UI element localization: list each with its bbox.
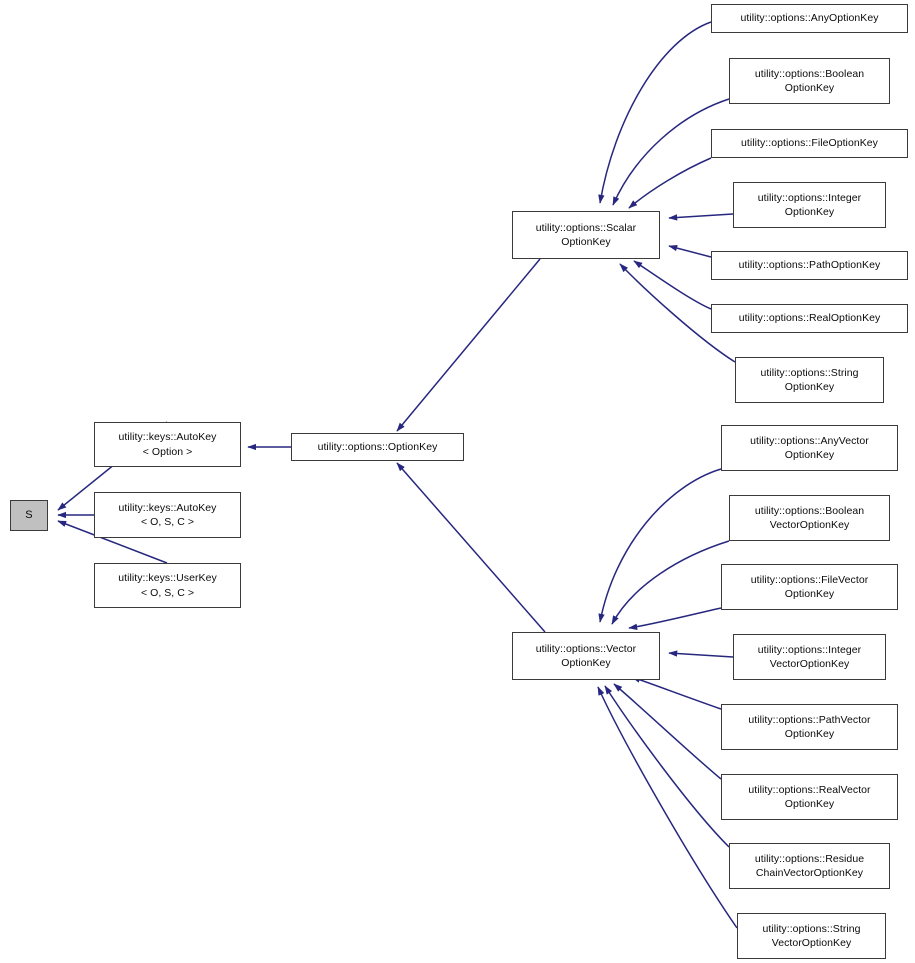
node-autokey-option-label: utility::keys::AutoKey < Option > xyxy=(118,431,217,458)
node-vector-optionkey[interactable]: utility::options::Vector OptionKey xyxy=(512,632,660,680)
node-anyoptionkey[interactable]: utility::options::AnyOptionKey xyxy=(711,4,908,33)
edge-anyvectoroptionkey-to-vector xyxy=(598,468,722,623)
node-autokey-osc[interactable]: utility::keys::AutoKey < O, S, C > xyxy=(94,492,241,538)
node-anyvectoroptionkey-label: utility::options::AnyVector OptionKey xyxy=(750,434,869,462)
node-booleanoptionkey[interactable]: utility::options::Boolean OptionKey xyxy=(729,58,890,104)
node-filevectoroptionkey[interactable]: utility::options::FileVector OptionKey xyxy=(721,564,898,610)
node-anyoptionkey-label: utility::options::AnyOptionKey xyxy=(740,12,879,25)
node-userkey-osc-label: utility::keys::UserKey < O, S, C > xyxy=(118,572,217,599)
node-pathvectoroptionkey[interactable]: utility::options::PathVector OptionKey xyxy=(721,704,898,750)
edge-integervectoroptionkey-to-vector xyxy=(668,650,734,658)
node-scalar-optionkey[interactable]: utility::options::Scalar OptionKey xyxy=(512,211,660,259)
edge-pathvectoroptionkey-to-vector xyxy=(631,676,722,710)
node-residuechainvectoroptionkey-label: utility::options::Residue ChainVectorOpt… xyxy=(754,852,865,880)
node-s[interactable]: S xyxy=(10,500,48,531)
edge-booleanvectoroptionkey-to-vector xyxy=(611,540,730,625)
node-integervectoroptionkey[interactable]: utility::options::Integer VectorOptionKe… xyxy=(733,634,886,680)
node-userkey-osc[interactable]: utility::keys::UserKey < O, S, C > xyxy=(94,563,241,608)
node-realoptionkey[interactable]: utility::options::RealOptionKey xyxy=(711,304,908,333)
node-residuechainvectoroptionkey[interactable]: utility::options::Residue ChainVectorOpt… xyxy=(729,843,890,889)
node-booleanvectoroptionkey-label: utility::options::Boolean VectorOptionKe… xyxy=(754,504,865,532)
node-optionkey-label: utility::options::OptionKey xyxy=(317,440,438,453)
node-stringvectoroptionkey-label: utility::options::String VectorOptionKey xyxy=(762,922,861,950)
node-realvectoroptionkey-label: utility::options::RealVector OptionKey xyxy=(748,783,871,811)
edge-integeroptionkey-to-scalar xyxy=(668,213,734,221)
node-fileoptionkey[interactable]: utility::options::FileOptionKey xyxy=(711,129,908,158)
node-vector-optionkey-label: utility::options::Vector OptionKey xyxy=(535,642,637,670)
edge-stringvectoroptionkey-to-vector xyxy=(597,686,738,929)
node-pathoptionkey-label: utility::options::PathOptionKey xyxy=(738,259,881,272)
edge-realoptionkey-to-scalar xyxy=(633,260,712,310)
node-stringvectoroptionkey[interactable]: utility::options::String VectorOptionKey xyxy=(737,913,886,959)
node-pathoptionkey[interactable]: utility::options::PathOptionKey xyxy=(711,251,908,280)
node-booleanoptionkey-label: utility::options::Boolean OptionKey xyxy=(754,67,865,95)
node-realvectoroptionkey[interactable]: utility::options::RealVector OptionKey xyxy=(721,774,898,820)
node-stringoptionkey[interactable]: utility::options::String OptionKey xyxy=(735,357,884,403)
node-integervectoroptionkey-label: utility::options::Integer VectorOptionKe… xyxy=(757,643,862,671)
node-realoptionkey-label: utility::options::RealOptionKey xyxy=(738,312,881,325)
node-autokey-osc-label: utility::keys::AutoKey < O, S, C > xyxy=(118,501,217,529)
edge-scalar-to-optionkey xyxy=(396,258,541,432)
node-stringoptionkey-label: utility::options::String OptionKey xyxy=(760,366,859,394)
node-integeroptionkey[interactable]: utility::options::Integer OptionKey xyxy=(733,182,886,228)
node-pathvectoroptionkey-label: utility::options::PathVector OptionKey xyxy=(748,713,871,741)
node-fileoptionkey-label: utility::options::FileOptionKey xyxy=(741,137,878,150)
edge-anyoptionkey-to-scalar xyxy=(598,21,712,204)
node-booleanvectoroptionkey[interactable]: utility::options::Boolean VectorOptionKe… xyxy=(729,495,890,541)
node-autokey-option[interactable]: utility::keys::AutoKey < Option > xyxy=(94,422,241,467)
edge-residuechainvector-to-vector xyxy=(604,685,730,848)
node-integeroptionkey-label: utility::options::Integer OptionKey xyxy=(757,191,862,219)
edge-vector-to-optionkey xyxy=(396,462,546,633)
node-anyvectoroptionkey[interactable]: utility::options::AnyVector OptionKey xyxy=(721,425,898,471)
node-optionkey[interactable]: utility::options::OptionKey xyxy=(291,433,464,461)
edge-pathoptionkey-to-scalar xyxy=(668,244,712,258)
edge-realvectoroptionkey-to-vector xyxy=(613,683,722,780)
node-scalar-optionkey-label: utility::options::Scalar OptionKey xyxy=(535,221,637,249)
edge-fileoptionkey-to-scalar xyxy=(628,157,712,209)
node-s-label: S xyxy=(25,509,33,522)
edge-filevectoroptionkey-to-vector xyxy=(628,607,722,631)
node-filevectoroptionkey-label: utility::options::FileVector OptionKey xyxy=(750,573,869,601)
